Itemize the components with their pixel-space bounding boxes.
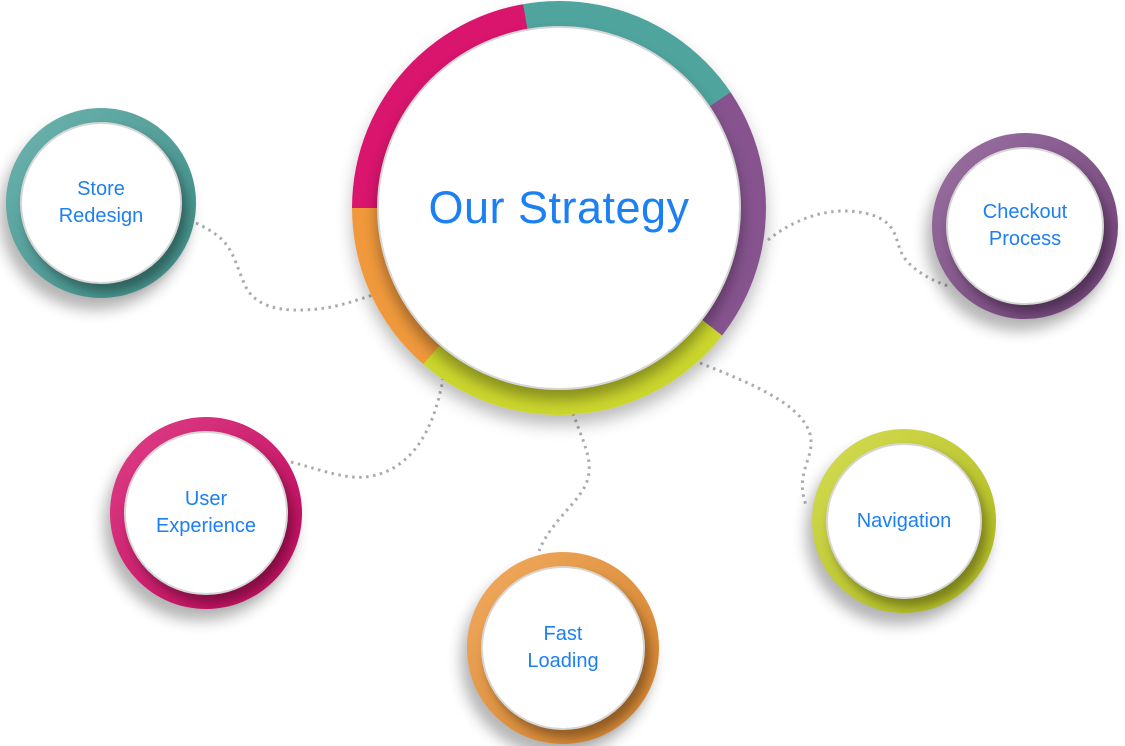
center-inner: Our Strategy [377, 26, 741, 390]
node-ring-fast-loading: Fast Loading [467, 552, 659, 744]
node-label-store-redesign: Store Redesign [58, 178, 144, 227]
node-label-navigation: Navigation [856, 509, 952, 532]
center-label: Our Strategy [428, 182, 690, 233]
node-navigation: Navigation [812, 429, 996, 613]
node-label-checkout-process: Checkout Process [982, 201, 1068, 250]
connector-checkout-process [767, 209, 949, 288]
center-ring: Our Strategy [352, 1, 766, 415]
node-store-redesign: Store Redesign [6, 108, 196, 298]
node-inner-checkout-process: Checkout Process [946, 147, 1104, 305]
node-fast-loading: Fast Loading [467, 552, 659, 744]
node-inner-user-experience: User Experience [124, 431, 288, 595]
node-inner-navigation: Navigation [826, 443, 982, 599]
center-node: Our Strategy [352, 1, 766, 415]
node-ring-checkout-process: Checkout Process [932, 133, 1118, 319]
node-label-fast-loading: Fast Loading [527, 623, 599, 672]
node-ring-store-redesign: Store Redesign [6, 108, 196, 298]
node-ring-navigation: Navigation [812, 429, 996, 613]
node-checkout-process: Checkout Process [932, 133, 1118, 319]
connector-fast-loading [537, 412, 591, 552]
node-ring-user-experience: User Experience [110, 417, 302, 609]
node-inner-store-redesign: Store Redesign [20, 122, 182, 284]
connector-store-redesign [195, 221, 381, 312]
node-inner-fast-loading: Fast Loading [481, 566, 645, 730]
connector-navigation [699, 361, 813, 506]
node-label-user-experience: User Experience [155, 488, 257, 537]
node-user-experience: User Experience [110, 417, 302, 609]
connector-user-experience [290, 378, 445, 479]
